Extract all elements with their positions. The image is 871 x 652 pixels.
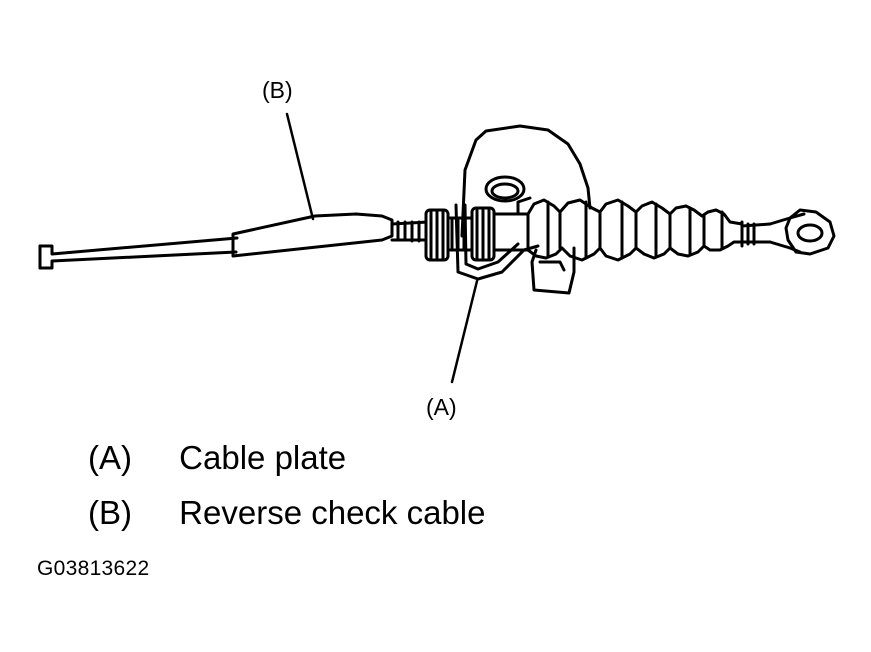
figure-code: G03813622 (37, 557, 150, 580)
callout-a-label: (A) (426, 394, 457, 420)
legend-item-a: (A) Cable plate (88, 441, 346, 474)
legend-key: (B) (88, 494, 132, 531)
legend-label: Cable plate (179, 439, 347, 476)
legend-key: (A) (88, 439, 132, 476)
leader-lines (285, 112, 479, 384)
legend-label: Reverse check cable (179, 494, 486, 531)
reverse-check-cable (38, 212, 430, 270)
adjuster-nuts (424, 206, 530, 262)
legend-item-b: (B) Reverse check cable (88, 496, 486, 529)
callout-b-label: (B) (262, 77, 293, 103)
end-eyelet (740, 208, 836, 256)
rubber-boot (526, 198, 744, 262)
